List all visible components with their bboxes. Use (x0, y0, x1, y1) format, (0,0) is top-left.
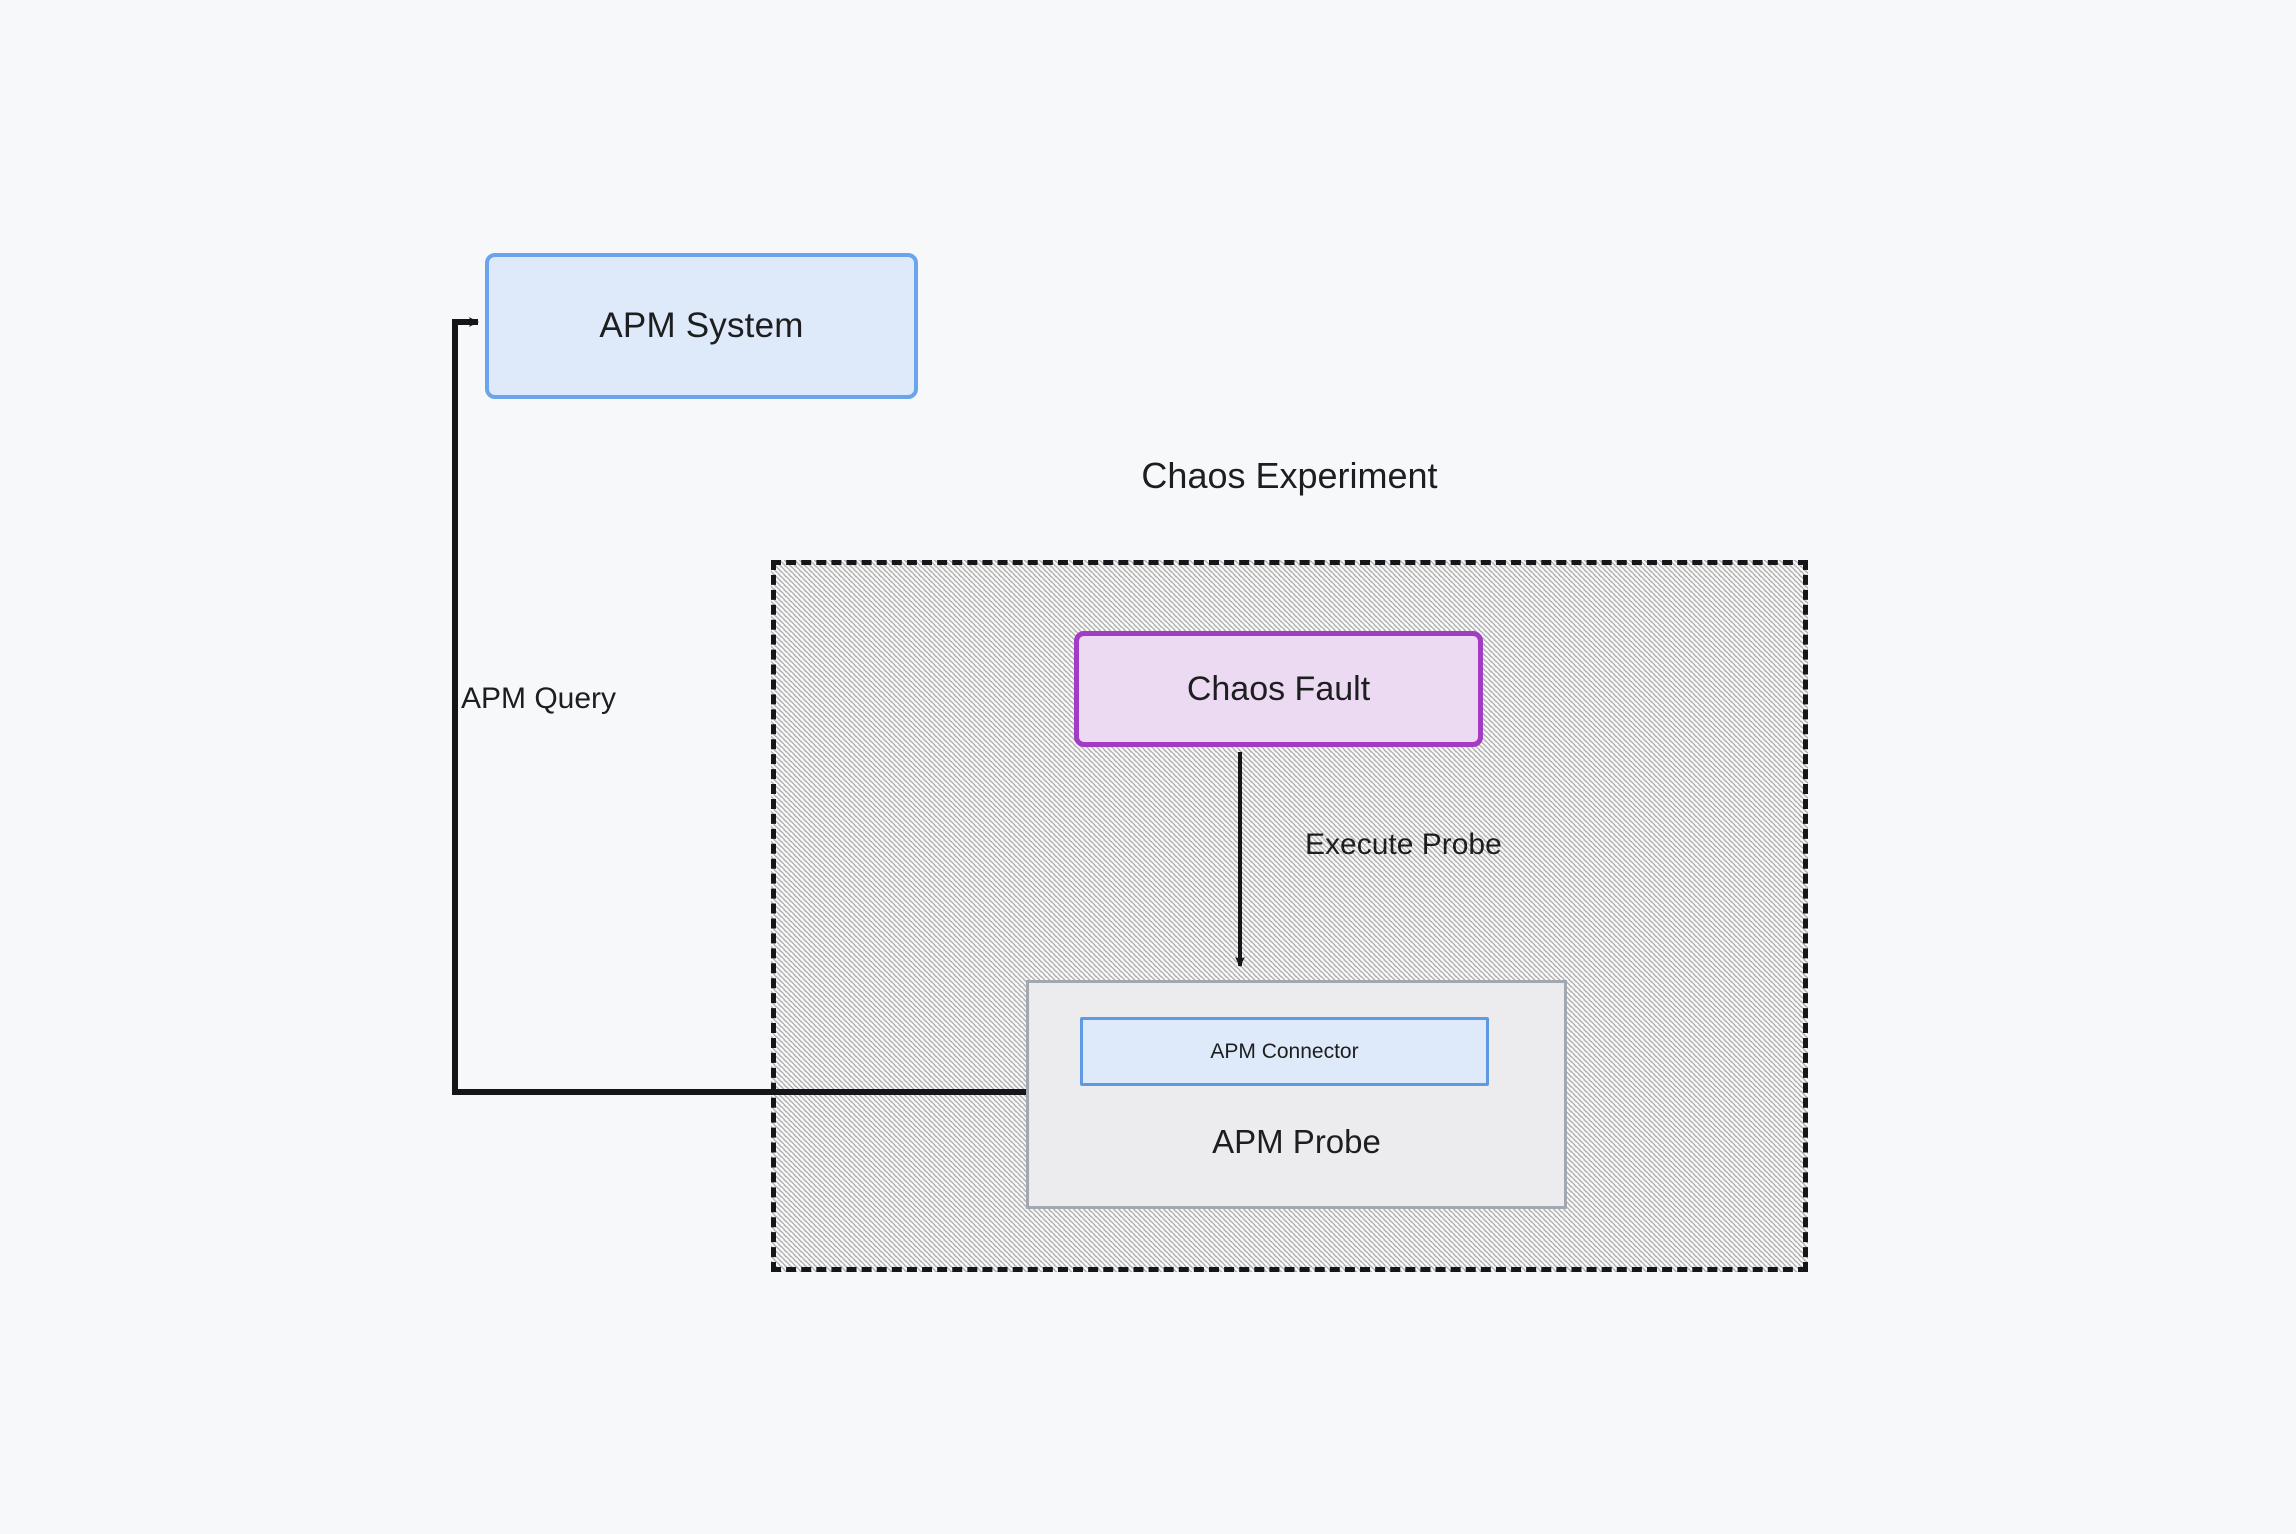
node-apm-probe-label: APM Probe (1212, 1123, 1381, 1160)
node-apm-system[interactable]: APM System (485, 253, 918, 399)
node-apm-probe[interactable]: APM Probe (1026, 980, 1567, 1209)
apm-query-edge (452, 317, 1026, 1095)
apm-query-edge-label: APM Query (461, 682, 617, 715)
node-chaos-fault-label: Chaos Fault (1186, 669, 1371, 708)
node-chaos-fault[interactable]: Chaos Fault (1074, 631, 1483, 747)
node-apm-connector-label: APM Connector (1210, 1039, 1359, 1063)
execute-probe-edge-label: Execute Probe (1305, 828, 1502, 861)
node-apm-system-label: APM System (599, 306, 804, 345)
chaos-experiment-title: Chaos Experiment (1141, 455, 1438, 496)
node-apm-connector[interactable]: APM Connector (1080, 1017, 1489, 1086)
